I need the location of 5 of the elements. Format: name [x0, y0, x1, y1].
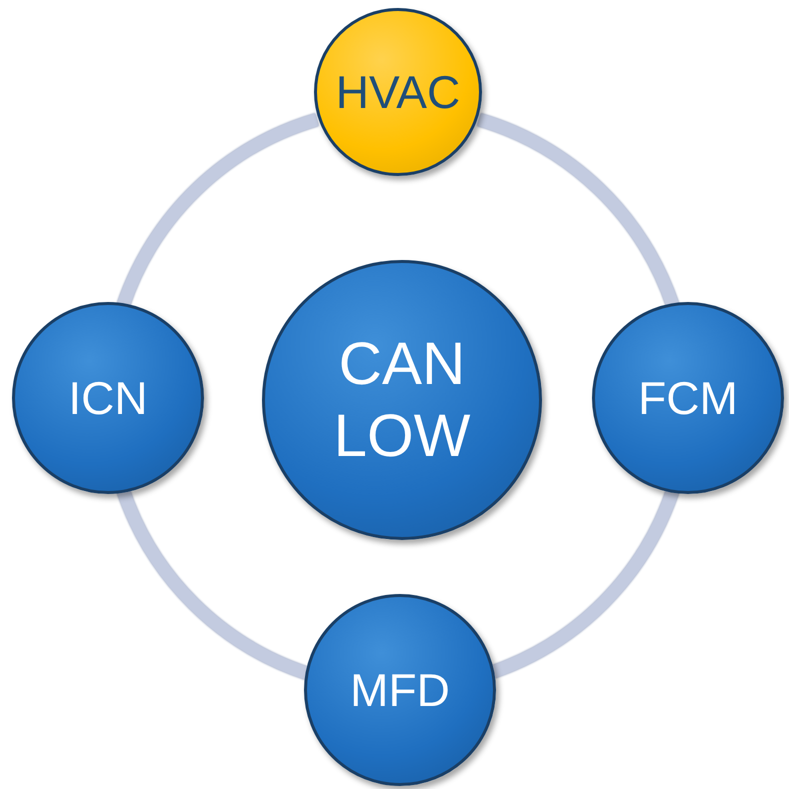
- node-label: FCM: [638, 370, 738, 426]
- node-label: ICN: [68, 370, 148, 426]
- node-label: HVAC: [336, 64, 460, 120]
- node-label: CAN LOW: [332, 329, 472, 471]
- node-label: MFD: [350, 662, 450, 718]
